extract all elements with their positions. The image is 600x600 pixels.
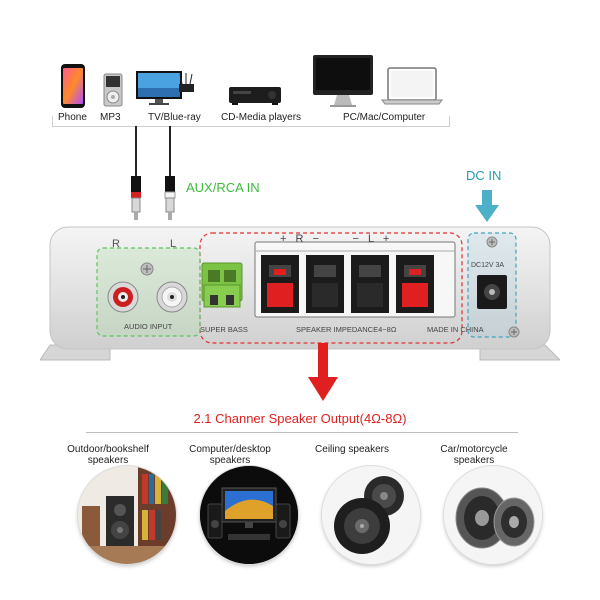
made-in-china-label: MADE IN CHINA bbox=[427, 325, 484, 334]
source-label-tv: TV/Blue-ray bbox=[148, 112, 201, 123]
dc-in-label: DC IN bbox=[466, 168, 502, 183]
speaker-type-label-computer: Computer/desktop speakers bbox=[170, 444, 290, 466]
source-label-mp3: MP3 bbox=[100, 112, 121, 123]
speaker-type-label-ceiling: Ceiling speakers bbox=[292, 444, 412, 455]
speaker-type-label-line: Computer/desktop bbox=[189, 444, 271, 455]
source-label-computer: PC/Mac/Computer bbox=[343, 112, 426, 123]
bookshelf-speakers-image bbox=[78, 466, 176, 564]
car-speakers-image bbox=[444, 466, 542, 564]
phone-icon bbox=[61, 64, 85, 108]
speaker-output-title: 2.1 Channer Speaker Output(4Ω-8Ω) bbox=[193, 411, 407, 426]
computer-icon bbox=[313, 55, 443, 107]
speaker-impedance-label: SPEAKER IMPEDANCE4~8Ω bbox=[296, 325, 397, 334]
speaker-type-label-line: Car/motorcycle bbox=[440, 444, 508, 455]
speaker-type-label-line: Ceiling speakers bbox=[315, 444, 389, 455]
speaker-type-label-line: speakers bbox=[453, 455, 495, 466]
speaker-output-arrow bbox=[308, 343, 338, 401]
speaker-terminal-marks: + R − − L + bbox=[280, 233, 391, 245]
source-bracket-right bbox=[449, 116, 450, 126]
amplifier-rear-panel bbox=[40, 226, 560, 361]
source-label-cd: CD-Media players bbox=[221, 112, 302, 123]
audio-input-l-label: L bbox=[170, 238, 177, 250]
mp3-player-icon bbox=[103, 73, 123, 107]
ceiling-speakers-image bbox=[322, 466, 420, 564]
source-bracket-left bbox=[52, 116, 53, 126]
speaker-type-label-line: speakers bbox=[209, 455, 251, 466]
dc-spec-label: DC12V 3A bbox=[471, 262, 505, 269]
speaker-type-label-car: Car/motorcycle speakers bbox=[414, 444, 534, 466]
audio-input-label: AUDIO INPUT bbox=[124, 322, 173, 331]
speaker-type-label-line: Outdoor/bookshelf bbox=[67, 444, 149, 455]
source-bracket-line bbox=[52, 126, 450, 127]
speaker-type-label-bookshelf: Outdoor/bookshelf speakers bbox=[48, 444, 168, 466]
output-divider bbox=[86, 432, 518, 433]
audio-input-r-label: R bbox=[112, 238, 120, 250]
super-bass-label: SUPER BASS bbox=[200, 325, 248, 334]
speaker-type-label-line: speakers bbox=[87, 455, 129, 466]
cd-player-icon bbox=[229, 87, 281, 105]
source-label-phone: Phone bbox=[58, 112, 87, 123]
tv-icon bbox=[136, 71, 194, 105]
rca-cable bbox=[131, 126, 176, 220]
aux-rca-in-label: AUX/RCA IN bbox=[186, 180, 260, 195]
dc-in-arrow bbox=[475, 190, 499, 222]
computer-speakers-image bbox=[200, 466, 298, 564]
